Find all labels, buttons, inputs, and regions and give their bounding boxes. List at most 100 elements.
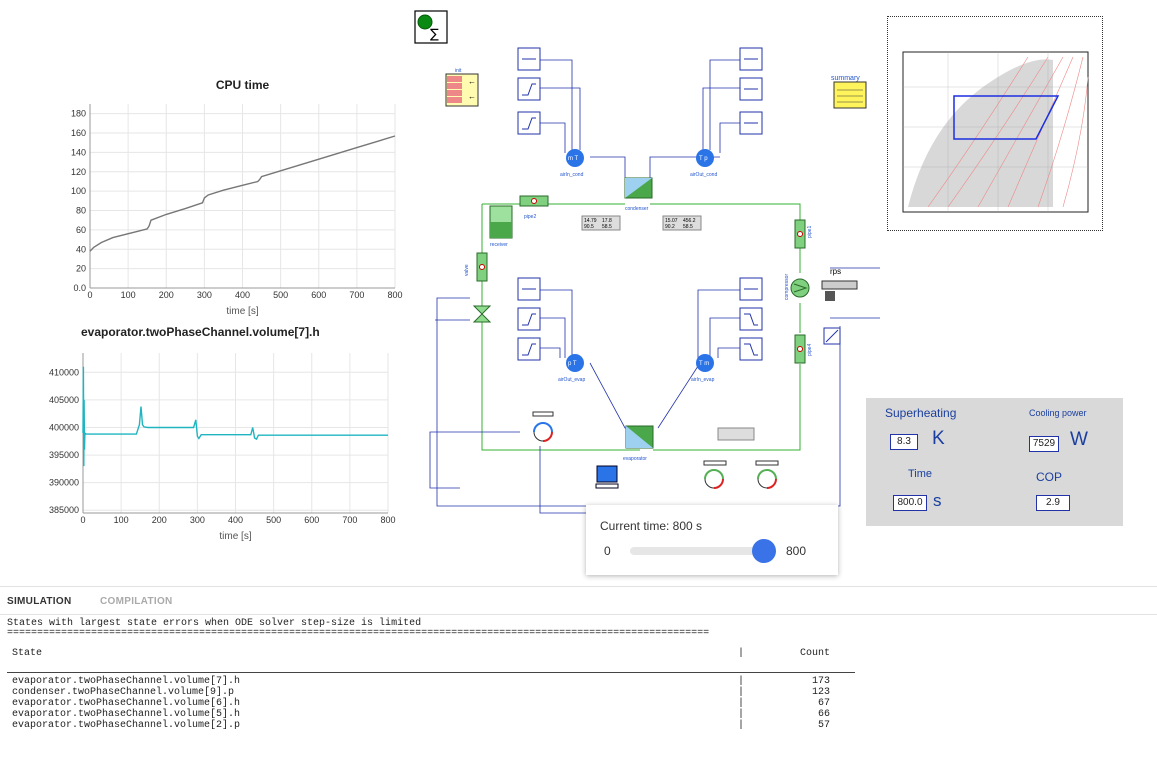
pipe2[interactable]: pipe2 xyxy=(519,195,549,220)
log-col-sep: | xyxy=(738,648,745,659)
row-state: condenser.twoPhaseChannel.volume[9].p xyxy=(12,687,235,698)
state-display-1: 14.79 17.8 90.5 58.5 xyxy=(581,215,621,231)
y-tick-label: 390000 xyxy=(49,478,79,488)
x-tick-label: 200 xyxy=(159,290,174,300)
log-col-state: State xyxy=(12,648,43,659)
init-block[interactable]: init ←← xyxy=(445,68,479,107)
table-row: evaporator.twoPhaseChannel.volume[2].p |… xyxy=(12,720,832,731)
time-slider-track[interactable] xyxy=(630,547,764,555)
y-tick-label: 400000 xyxy=(49,422,79,432)
y-tick-label: 385000 xyxy=(49,505,79,515)
table-row: evaporator.twoPhaseChannel.volume[7].h |… xyxy=(12,676,832,687)
y-tick-label: 405000 xyxy=(49,395,79,405)
superheating-value: 8.3 xyxy=(890,434,918,450)
row-state: evaporator.twoPhaseChannel.volume[7].h xyxy=(12,676,241,687)
source-blocks xyxy=(517,47,763,361)
y-tick-label: 0.0 xyxy=(73,283,86,293)
pipe2-label: pipe2 xyxy=(524,214,536,220)
row-state: evaporator.twoPhaseChannel.volume[5].h xyxy=(12,709,241,720)
row-count: 57 xyxy=(817,720,830,731)
y-tick-label: 140 xyxy=(71,147,86,157)
y-tick-label: 40 xyxy=(76,244,86,254)
disp2d: 58.5 xyxy=(683,224,693,230)
receiver[interactable]: receiver xyxy=(489,205,513,248)
y-tick-label: 60 xyxy=(76,225,86,235)
disp1c: 90.5 xyxy=(584,224,594,230)
table-row: evaporator.twoPhaseChannel.volume[5].h |… xyxy=(12,709,832,720)
expansion-valve[interactable] xyxy=(472,305,492,323)
row-sep: | xyxy=(738,687,745,698)
slider-max-label: 800 xyxy=(786,544,807,558)
receiver-label: receiver xyxy=(490,242,508,248)
x-axis-label: time [s] xyxy=(226,306,258,316)
enthalpy-chart-title: evaporator.twoPhaseChannel.volume[7].h xyxy=(81,325,320,339)
superheating-unit: K xyxy=(932,428,945,449)
valve-label: valve xyxy=(464,264,470,276)
ph-diagram-panel[interactable] xyxy=(887,16,1103,231)
disp2c: 90.2 xyxy=(665,224,675,230)
air-boundaries: m T airIn_cond T p airOut_cond p T airOu… xyxy=(558,149,717,383)
row-count: 67 xyxy=(817,698,830,709)
tab-simulation[interactable]: SIMULATION xyxy=(7,596,72,607)
row-count: 123 xyxy=(811,687,830,698)
x-tick-label: 500 xyxy=(266,515,281,525)
x-tick-label: 100 xyxy=(114,515,129,525)
tab-compilation[interactable]: COMPILATION xyxy=(100,596,173,607)
svg-text:←: ← xyxy=(468,92,476,101)
x-tick-label: 300 xyxy=(197,290,212,300)
x-tick-label: 800 xyxy=(387,290,402,300)
log-col-count: Count xyxy=(799,648,830,659)
svg-text:←: ← xyxy=(468,77,476,86)
cooling-power-unit: W xyxy=(1070,429,1088,450)
airout-cond-label: airOut_cond xyxy=(690,172,717,178)
y-tick-label: 180 xyxy=(71,109,86,119)
cooling-power-value: 7529 xyxy=(1029,436,1059,452)
refrigeration-cycle-diagram[interactable]: ∑ init ←← summary xyxy=(410,8,880,518)
row-count: 66 xyxy=(817,709,830,720)
valve-pipe[interactable]: valve xyxy=(464,252,488,282)
row-count: 173 xyxy=(811,676,830,687)
pipe4-label: pipe4 xyxy=(807,344,813,356)
summary-block[interactable]: summary xyxy=(831,75,867,109)
time-slider-thumb[interactable] xyxy=(752,539,776,563)
disp1a: 14.79 xyxy=(584,218,597,224)
summary-panel: Superheating 8.3 K Cooling power 7529 W … xyxy=(866,398,1123,526)
x-tick-label: 600 xyxy=(304,515,319,525)
row-sep: | xyxy=(738,709,745,720)
x-tick-label: 400 xyxy=(235,290,250,300)
x-tick-label: 700 xyxy=(349,290,364,300)
slider-min-label: 0 xyxy=(604,544,611,558)
superheating-label: Superheating xyxy=(885,406,957,420)
evaporator[interactable]: evaporator xyxy=(623,425,654,462)
y-tick-label: 395000 xyxy=(49,450,79,460)
disp2b: 456.2 xyxy=(683,218,696,224)
y-tick-label: 120 xyxy=(71,167,86,177)
x-tick-label: 600 xyxy=(311,290,326,300)
pipe4[interactable]: pipe4 xyxy=(794,334,813,364)
x-tick-label: 300 xyxy=(190,515,205,525)
log-header-rule xyxy=(7,672,855,673)
condenser[interactable]: condenser xyxy=(624,177,653,212)
ph-diagram xyxy=(902,51,1089,213)
table-row: evaporator.twoPhaseChannel.volume[6].h |… xyxy=(12,698,832,709)
series-line xyxy=(82,366,388,467)
log-separator: ========================================… xyxy=(7,628,710,639)
x-tick-label: 0 xyxy=(87,290,92,300)
airfn-evap-label: airIn_evap xyxy=(691,377,715,383)
pipe1[interactable]: pipe1 xyxy=(794,219,813,249)
compressor[interactable]: compressor rps xyxy=(784,267,858,301)
time-value: 800.0 xyxy=(893,495,927,511)
time-slider-card: Current time: 800 s 0 800 xyxy=(586,505,838,575)
evaporator-label: evaporator xyxy=(623,456,647,462)
tm2-label: T m xyxy=(699,361,709,367)
x-axis-label: time [s] xyxy=(219,531,251,542)
row-sep: | xyxy=(738,698,745,709)
x-tick-label: 200 xyxy=(152,515,167,525)
rps-label: rps xyxy=(830,267,841,276)
panel-divider xyxy=(0,586,1157,587)
simulation-settings-icon[interactable]: ∑ xyxy=(414,10,448,44)
x-tick-label: 800 xyxy=(380,515,395,525)
table-row: condenser.twoPhaseChannel.volume[9].p | … xyxy=(12,687,832,698)
